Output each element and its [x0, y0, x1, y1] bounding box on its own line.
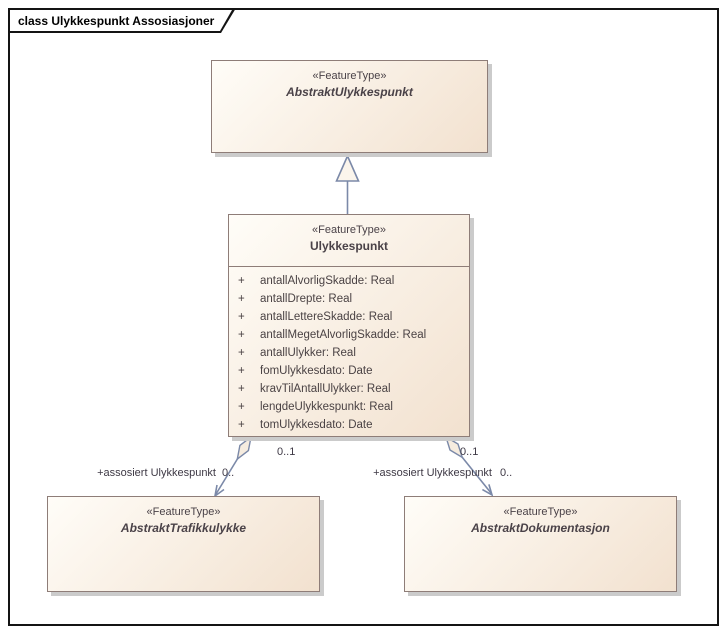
visibility-icon: + — [238, 275, 245, 287]
visibility-icon: + — [238, 293, 245, 305]
attribute-text: lengdeUlykkespunkt: Real — [260, 401, 393, 413]
class-header: «FeatureType» Ulykkespunkt — [229, 215, 469, 267]
attribute-row: + antallAlvorligSkadde: Real — [229, 272, 469, 290]
association-role-right: +assosiert Ulykkespunkt — [373, 467, 492, 479]
visibility-icon: + — [238, 365, 245, 377]
diagram-title-tab-inner: class Ulykkespunkt Assosiasjoner — [10, 10, 234, 31]
class-name: Ulykkespunkt — [309, 239, 389, 253]
visibility-icon: + — [238, 329, 245, 341]
visibility-icon: + — [238, 401, 245, 413]
attribute-text: antallMegetAlvorligSkadde: Real — [260, 329, 427, 341]
diagram-frame — [8, 8, 719, 626]
multiplicity-left-diamond: 0..1 — [277, 446, 296, 458]
attribute-text: antallAlvorligSkadde: Real — [260, 275, 395, 287]
attribute-text: fomUlykkesdato: Date — [260, 365, 373, 377]
multiplicity-left-end: 0.. — [222, 467, 235, 479]
class-header: «FeatureType» AbstraktUlykkespunkt — [212, 61, 487, 100]
attribute-text: tomUlykkesdato: Date — [260, 419, 373, 431]
class-name: AbstraktDokumentasjon — [471, 521, 610, 535]
attribute-row: + antallMegetAlvorligSkadde: Real — [229, 326, 469, 344]
class-box-abstrakt-trafikkulykke[interactable]: «FeatureType» AbstraktTrafikkulykke — [47, 496, 320, 592]
attribute-text: antallUlykker: Real — [260, 347, 356, 359]
diagram-title: class Ulykkespunkt Assosiasjoner — [18, 13, 215, 28]
stereotype-label: «FeatureType» — [503, 506, 578, 518]
attribute-row: + antallUlykker: Real — [229, 344, 469, 362]
stereotype-label: «FeatureType» — [146, 506, 221, 518]
multiplicity-right-end: 0.. — [500, 467, 513, 479]
attribute-text: antallDrepte: Real — [260, 293, 353, 305]
stereotype-label: «FeatureType» — [312, 70, 387, 82]
attribute-row: + tomUlykkesdato: Date — [229, 416, 469, 434]
diagram-title-tab: class Ulykkespunkt Assosiasjoner — [8, 8, 236, 33]
visibility-icon: + — [238, 419, 245, 431]
attributes-compartment: + antallAlvorligSkadde: Real + antallDre… — [229, 267, 469, 434]
class-header: «FeatureType» AbstraktTrafikkulykke — [48, 497, 319, 536]
class-box-abstrakt-dokumentasjon[interactable]: «FeatureType» AbstraktDokumentasjon — [404, 496, 677, 592]
attribute-row: + kravTilAntallUlykker: Real — [229, 380, 469, 398]
attribute-row: + antallDrepte: Real — [229, 290, 469, 308]
class-name: AbstraktUlykkespunkt — [286, 85, 413, 99]
class-box-abstrakt-ulykkespunkt[interactable]: «FeatureType» AbstraktUlykkespunkt — [211, 60, 488, 153]
attribute-text: kravTilAntallUlykker: Real — [260, 383, 391, 395]
association-role-left: +assosiert Ulykkespunkt — [97, 467, 216, 479]
multiplicity-right-diamond: 0..1 — [460, 446, 479, 458]
visibility-icon: + — [238, 311, 245, 323]
stereotype-label: «FeatureType» — [312, 224, 386, 236]
attribute-row: + fomUlykkesdato: Date — [229, 362, 469, 380]
class-header: «FeatureType» AbstraktDokumentasjon — [405, 497, 676, 536]
attribute-text: antallLettereSkadde: Real — [260, 311, 393, 323]
class-box-ulykkespunkt[interactable]: «FeatureType» Ulykkespunkt + antallAlvor… — [228, 214, 470, 437]
visibility-icon: + — [238, 347, 245, 359]
attribute-row: + lengdeUlykkespunkt: Real — [229, 398, 469, 416]
class-name: AbstraktTrafikkulykke — [120, 521, 247, 535]
visibility-icon: + — [238, 383, 245, 395]
attribute-row: + antallLettereSkadde: Real — [229, 308, 469, 326]
